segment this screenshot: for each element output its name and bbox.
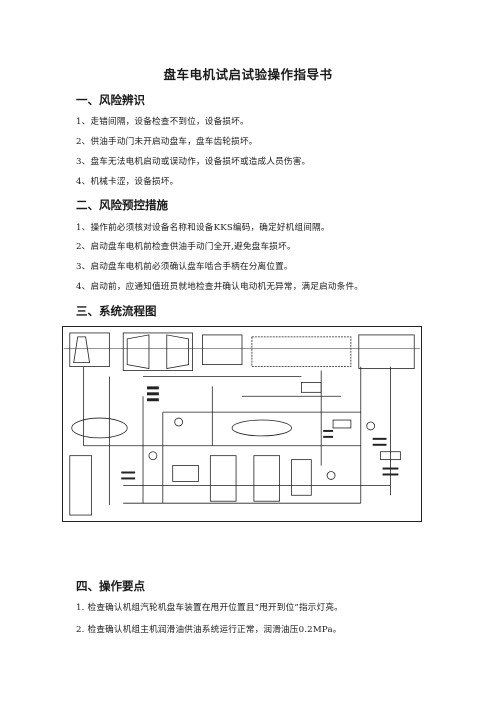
section-heading-flow-diagram: 三、系统流程图 <box>76 304 157 318</box>
control-item-2: 2、启动盘车电机前检查供油手动门全开,避免盘车损坏。 <box>76 242 296 252</box>
operation-item-1: 1. 检查确认机组汽轮机盘车装置在甩开位置且“甩开到位”指示灯亮。 <box>76 603 343 613</box>
operation-item-2: 2. 检查确认机组主机润滑油供油系统运行正常，润滑油压0.2MPa。 <box>76 625 342 635</box>
section-heading-risk-identification: 一、风险辨识 <box>76 93 145 107</box>
page-title: 盘车电机试启试验操作指导书 <box>163 67 333 82</box>
risk-item-2: 2、供油手动门未开启动盘车，盘车齿轮损坏。 <box>76 137 258 147</box>
section-heading-risk-control: 二、风险预控措施 <box>76 198 168 212</box>
system-flow-diagram-drawing <box>63 332 421 516</box>
risk-item-1: 1、走错间隔，设备检查不到位，设备损坏。 <box>76 117 249 127</box>
risk-item-3: 3、盘车无法电机启动或误动作，设备损坏或造成人员伤害。 <box>76 157 311 167</box>
control-item-3: 3、启动盘车电机前必须确认盘车啮合手柄在分离位置。 <box>76 262 293 272</box>
section-heading-operation-points: 四、操作要点 <box>76 579 145 593</box>
risk-item-4: 4、机械卡涩，设备损坏。 <box>76 177 179 187</box>
control-item-4: 4、启动前，应通知值班员就地检查并确认电动机无异常，满足启动条件。 <box>76 282 364 292</box>
system-flow-diagram <box>62 326 422 522</box>
control-item-1: 1、操作前必须核对设备名称和设备KKS编码，确定好机组间隔。 <box>76 223 330 233</box>
